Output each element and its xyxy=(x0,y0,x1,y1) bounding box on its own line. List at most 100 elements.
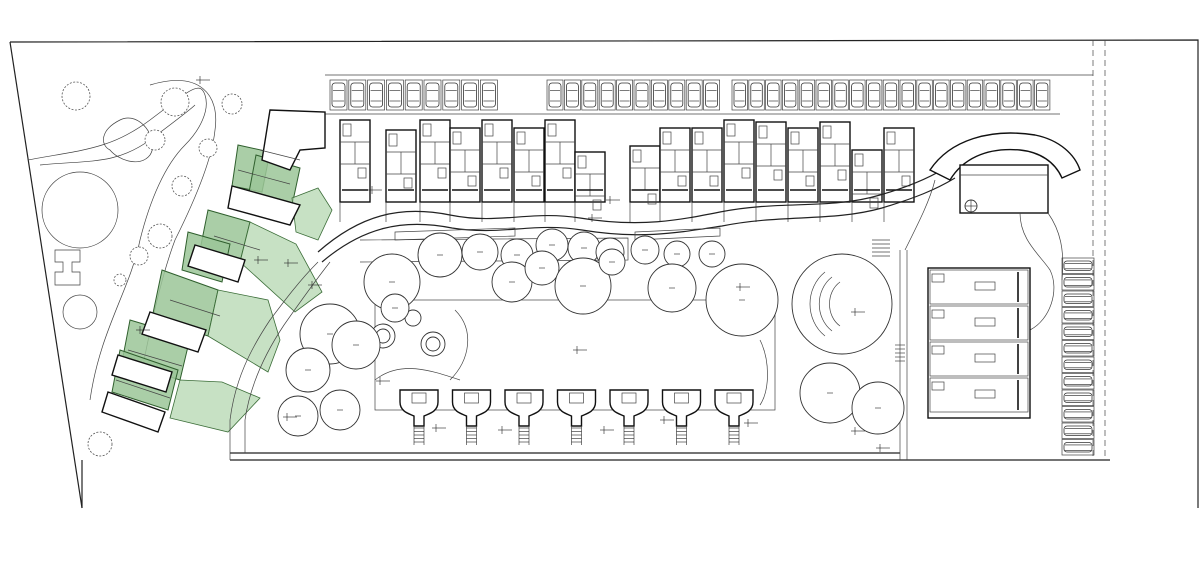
parking-space xyxy=(731,79,748,111)
tree xyxy=(331,320,381,370)
parking-space xyxy=(782,79,799,111)
row-house-unit xyxy=(787,127,819,222)
parking-space xyxy=(966,79,984,111)
parking-space xyxy=(983,79,1000,111)
trees xyxy=(277,228,905,437)
garage-block xyxy=(927,267,1031,419)
parking-space xyxy=(598,79,616,111)
stairs xyxy=(872,239,905,362)
kiosk-pavilion xyxy=(661,389,702,445)
parking-space xyxy=(546,79,564,111)
level-marker xyxy=(368,186,382,194)
parking-space xyxy=(916,79,933,111)
tree xyxy=(319,389,361,431)
tree xyxy=(705,263,779,337)
level-marker xyxy=(744,419,758,427)
tree xyxy=(417,232,463,278)
row-house-unit xyxy=(723,119,755,222)
row-house-unit xyxy=(574,151,606,222)
parking-space xyxy=(1061,323,1095,340)
row-house-unit xyxy=(883,127,915,222)
amphitheatre xyxy=(791,253,893,355)
level-marker xyxy=(573,346,587,354)
level-marker xyxy=(136,326,150,334)
parking-space xyxy=(480,79,498,111)
tree xyxy=(647,263,697,313)
parking-space xyxy=(1061,257,1095,274)
parking-space xyxy=(404,79,423,111)
parking-space xyxy=(866,79,883,111)
tree xyxy=(524,250,560,286)
parking-space xyxy=(882,79,900,111)
row-house-unit xyxy=(544,119,576,222)
parking-top-mid xyxy=(546,79,720,111)
level-marker xyxy=(284,259,298,267)
row-house-unit xyxy=(691,127,723,222)
tree xyxy=(663,240,691,268)
level-marker xyxy=(876,444,890,452)
parking-space xyxy=(1061,356,1095,373)
parking-space xyxy=(1000,79,1017,111)
tree xyxy=(554,257,612,315)
site-boundary xyxy=(9,39,1199,509)
central-courtyard xyxy=(370,299,776,411)
level-marker xyxy=(432,424,446,432)
garage-room xyxy=(929,305,1029,341)
tree xyxy=(799,362,861,424)
tree xyxy=(630,235,660,265)
level-marker xyxy=(283,413,297,421)
garage-room xyxy=(929,269,1029,305)
parking-space xyxy=(1061,340,1095,357)
parking-space xyxy=(832,79,849,111)
row-house-unit xyxy=(851,149,883,222)
parking-space xyxy=(798,79,816,111)
parking-space xyxy=(329,79,348,111)
tree xyxy=(461,233,499,271)
parking-space xyxy=(1061,290,1095,307)
parking-top-right xyxy=(731,79,1051,111)
parking-space xyxy=(423,79,442,111)
level-marker xyxy=(376,377,390,385)
kiosks xyxy=(399,389,754,445)
tree xyxy=(598,248,626,276)
parking-space xyxy=(1061,422,1095,439)
tree xyxy=(851,381,905,435)
tree xyxy=(285,347,331,393)
kiosk-pavilion xyxy=(609,389,649,445)
level-marker xyxy=(254,256,268,264)
level-marker xyxy=(196,76,210,84)
parking-top-left xyxy=(329,79,498,111)
level-marker xyxy=(600,426,614,434)
parking-space xyxy=(933,79,950,111)
parking-space xyxy=(564,79,581,111)
kiosk-pavilion xyxy=(714,389,754,445)
parking-space xyxy=(386,79,404,111)
row-house-unit xyxy=(385,129,417,222)
curved-housing-block xyxy=(101,109,333,433)
row-house-unit xyxy=(513,127,545,222)
parking-space xyxy=(367,79,385,111)
level-marker xyxy=(588,214,602,222)
row-house-unit xyxy=(419,119,451,222)
parking-space xyxy=(581,79,599,111)
parking-space xyxy=(442,79,461,111)
row-house-unit xyxy=(819,121,851,222)
row-houses-top xyxy=(339,119,915,222)
level-marker xyxy=(851,308,865,316)
row-house-unit xyxy=(629,145,661,222)
row-house-unit xyxy=(449,127,481,222)
parking-space xyxy=(703,79,720,111)
parking-space xyxy=(616,79,633,111)
kiosk-pavilion xyxy=(504,389,544,445)
level-marker xyxy=(851,427,865,435)
parking-space xyxy=(765,79,782,111)
parking-space xyxy=(1034,79,1051,111)
row-house-unit xyxy=(481,119,513,222)
level-marker xyxy=(308,281,322,289)
garage-room xyxy=(929,377,1029,413)
parking-space xyxy=(748,79,765,111)
pavilion-building xyxy=(928,132,1081,331)
level-marker xyxy=(606,196,620,204)
parking-space xyxy=(1061,373,1095,390)
